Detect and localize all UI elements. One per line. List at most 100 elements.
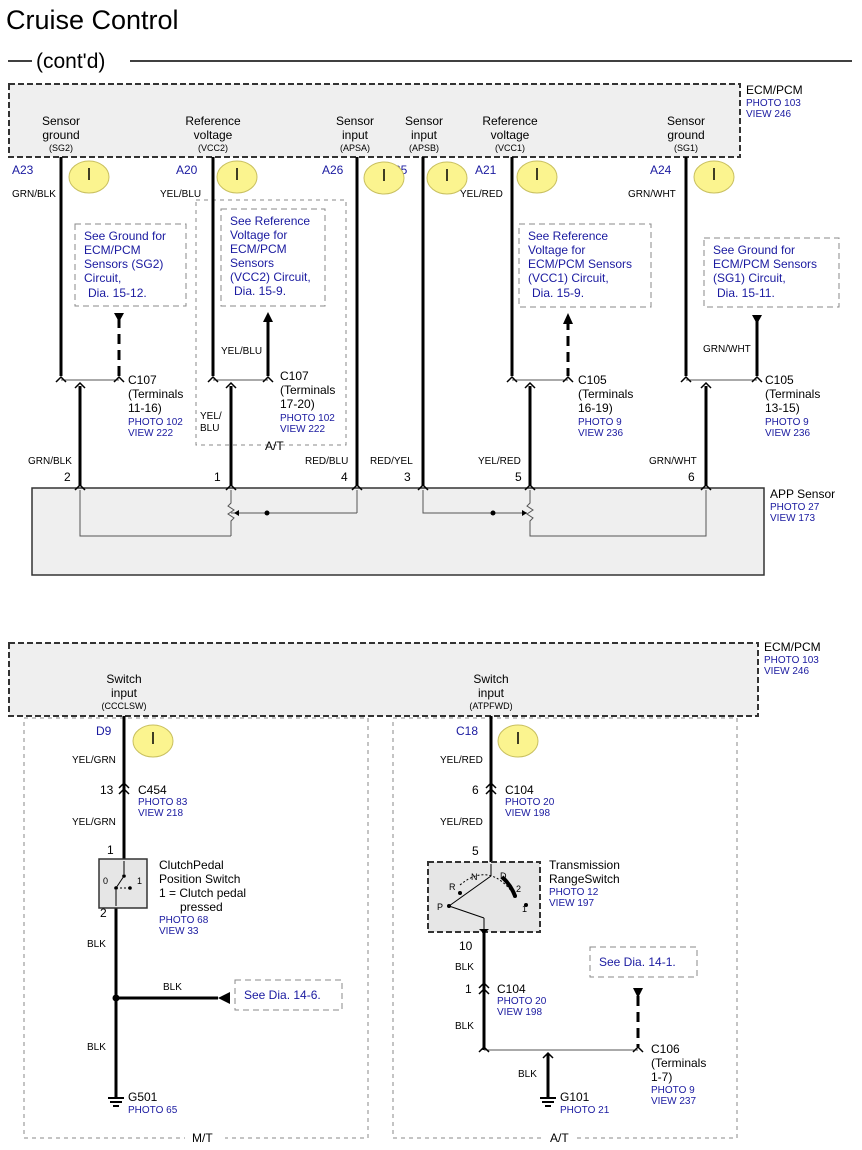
clutch-pedal-switch: 0 1 (98, 858, 148, 909)
wire-label-yelred-1: YEL/RED (440, 755, 483, 766)
terminal-sg2: Sensor ground (SG2) (42, 114, 80, 153)
c104-pin-6: 6 (472, 783, 479, 797)
svg-text:Dia. 15-9.: Dia. 15-9. (532, 286, 584, 300)
clutch-pin-1: 1 (107, 843, 114, 857)
svg-text:11-16): 11-16) (128, 401, 162, 415)
svg-text:(Terminals: (Terminals (578, 387, 633, 401)
svg-text:Sensor: Sensor (667, 114, 705, 128)
connector-c107-pins (55, 375, 763, 389)
wire-label-yel: YEL/ (200, 411, 222, 422)
wire-label-app-6: GRN/WHT (649, 456, 697, 467)
svg-text:(SG1): (SG1) (674, 143, 698, 153)
wire-label-grnblk: GRN/BLK (12, 189, 56, 200)
app-pin-1: 1 (214, 470, 221, 484)
left-wires (112, 716, 230, 1098)
svg-text:(Terminals: (Terminals (651, 1056, 706, 1070)
page-title: Cruise Control (6, 5, 179, 35)
connector-c105-a: C105 (Terminals 16-19) PHOTO 9 VIEW 236 (578, 373, 633, 439)
svg-text:C105: C105 (578, 373, 607, 387)
svg-text:C107: C107 (128, 373, 157, 387)
wire-label-app-5: YEL/RED (478, 456, 521, 467)
terminal-sg1: Sensor ground (SG1) (667, 114, 705, 153)
svg-text:RangeSwitch: RangeSwitch (549, 872, 620, 886)
svg-text:input: input (342, 128, 369, 142)
app-sensor-view: VIEW 173 (770, 513, 815, 524)
svg-text:(Terminals: (Terminals (128, 387, 183, 401)
svg-text:Reference: Reference (185, 114, 241, 128)
ref-dia-14-6-box: See Dia. 14-6. (234, 979, 343, 1011)
svg-text:See Reference: See Reference (528, 229, 608, 243)
pin-d9: D9 (96, 724, 112, 738)
svg-text:(SG2): (SG2) (49, 143, 73, 153)
clutch-pin-2: 2 (100, 906, 107, 920)
app-sensor-box (31, 483, 765, 576)
svg-text:VIEW 236: VIEW 236 (578, 428, 623, 439)
svg-text:R: R (449, 882, 456, 892)
svg-text:PHOTO 68: PHOTO 68 (159, 915, 209, 926)
c104-view-a: VIEW 198 (505, 808, 550, 819)
svg-text:(SG1) Circuit,: (SG1) Circuit, (713, 271, 786, 285)
svg-text:PHOTO 9: PHOTO 9 (578, 417, 622, 428)
svg-text:Sensor: Sensor (336, 114, 374, 128)
svg-text:ground: ground (667, 128, 704, 142)
ecm-pcm-box-top (8, 83, 741, 158)
svg-text:See Ground for: See Ground for (713, 243, 795, 257)
svg-text:13-15): 13-15) (765, 401, 800, 415)
trs-label: Transmission RangeSwitch PHOTO 12 VIEW 1… (549, 858, 620, 909)
svg-text:Switch: Switch (473, 672, 508, 686)
svg-text:Transmission: Transmission (549, 858, 620, 872)
app-pin-5: 5 (515, 470, 522, 484)
wire-label-app-3: RED/YEL (370, 456, 413, 467)
led-indicator-icon (68, 160, 110, 194)
ecm-view-bottom: VIEW 246 (764, 666, 809, 677)
terminal-apsa: Sensor input (APSA) (336, 114, 374, 153)
wire-label-blk-r3: BLK (518, 1069, 537, 1080)
wire-label-yelgrn-2: YEL/GRN (72, 817, 116, 828)
at-label-bottom: A/T (550, 1131, 569, 1145)
svg-text:Circuit,: Circuit, (84, 271, 121, 285)
svg-text:17-20): 17-20) (280, 397, 315, 411)
svg-text:VIEW 222: VIEW 222 (280, 424, 325, 435)
wire-label-grnwht: GRN/WHT (628, 189, 676, 200)
c104-photo-b: PHOTO 20 (497, 996, 547, 1007)
wire-label-yelgrn-1: YEL/GRN (72, 755, 116, 766)
svg-text:Voltage for: Voltage for (230, 228, 287, 242)
wire-label-blk-r2: BLK (455, 1021, 474, 1032)
svg-text:input: input (478, 686, 505, 700)
pin-a24: A24 (650, 163, 672, 177)
svg-text:Sensor: Sensor (405, 114, 443, 128)
c104-name-b: C104 (497, 982, 526, 996)
app-sensor-name: APP Sensor (770, 487, 835, 501)
mt-label-bg (185, 1130, 225, 1144)
svg-text:C107: C107 (280, 369, 309, 383)
led-indicator-icon (516, 160, 558, 194)
app-pin-4: 4 (341, 470, 348, 484)
svg-text:voltage: voltage (491, 128, 530, 142)
led-indicator-icon (497, 724, 539, 758)
svg-text:C106: C106 (651, 1042, 680, 1056)
ground-icon (540, 1097, 556, 1107)
wire-label-blk-l1: BLK (87, 939, 106, 950)
svg-text:See Ground for: See Ground for (84, 229, 166, 243)
ecm-name-top: ECM/PCM (746, 83, 803, 97)
wire-label-yelred: YEL/RED (460, 189, 503, 200)
transmission-range-switch: N D R 2 P 1 (427, 861, 541, 934)
terminal-vcc1: Reference voltage (VCC1) (482, 114, 538, 153)
connector-c105-b: C105 (Terminals 13-15) PHOTO 9 VIEW 236 (765, 373, 820, 439)
svg-text:pressed: pressed (180, 900, 223, 914)
svg-text:(VCC2) Circuit,: (VCC2) Circuit, (230, 270, 311, 284)
ecm-view-top: VIEW 246 (746, 109, 791, 120)
svg-text:PHOTO 102: PHOTO 102 (280, 413, 335, 424)
svg-text:VIEW 222: VIEW 222 (128, 428, 173, 439)
wire-label-app-4: RED/BLU (305, 456, 348, 467)
pin-c18: C18 (456, 724, 478, 738)
connector-c107-b: C107 (Terminals 17-20) PHOTO 102 VIEW 22… (280, 369, 335, 435)
led-indicator-icon (216, 160, 258, 194)
clutch-switch-label: ClutchPedal Position Switch 1 = Clutch p… (159, 858, 246, 937)
app-pin-6: 6 (688, 470, 695, 484)
c104-name-a: C104 (505, 783, 534, 797)
svg-text:Dia. 15-12.: Dia. 15-12. (88, 286, 147, 300)
svg-text:1: 1 (522, 904, 527, 914)
svg-text:Switch: Switch (106, 672, 141, 686)
